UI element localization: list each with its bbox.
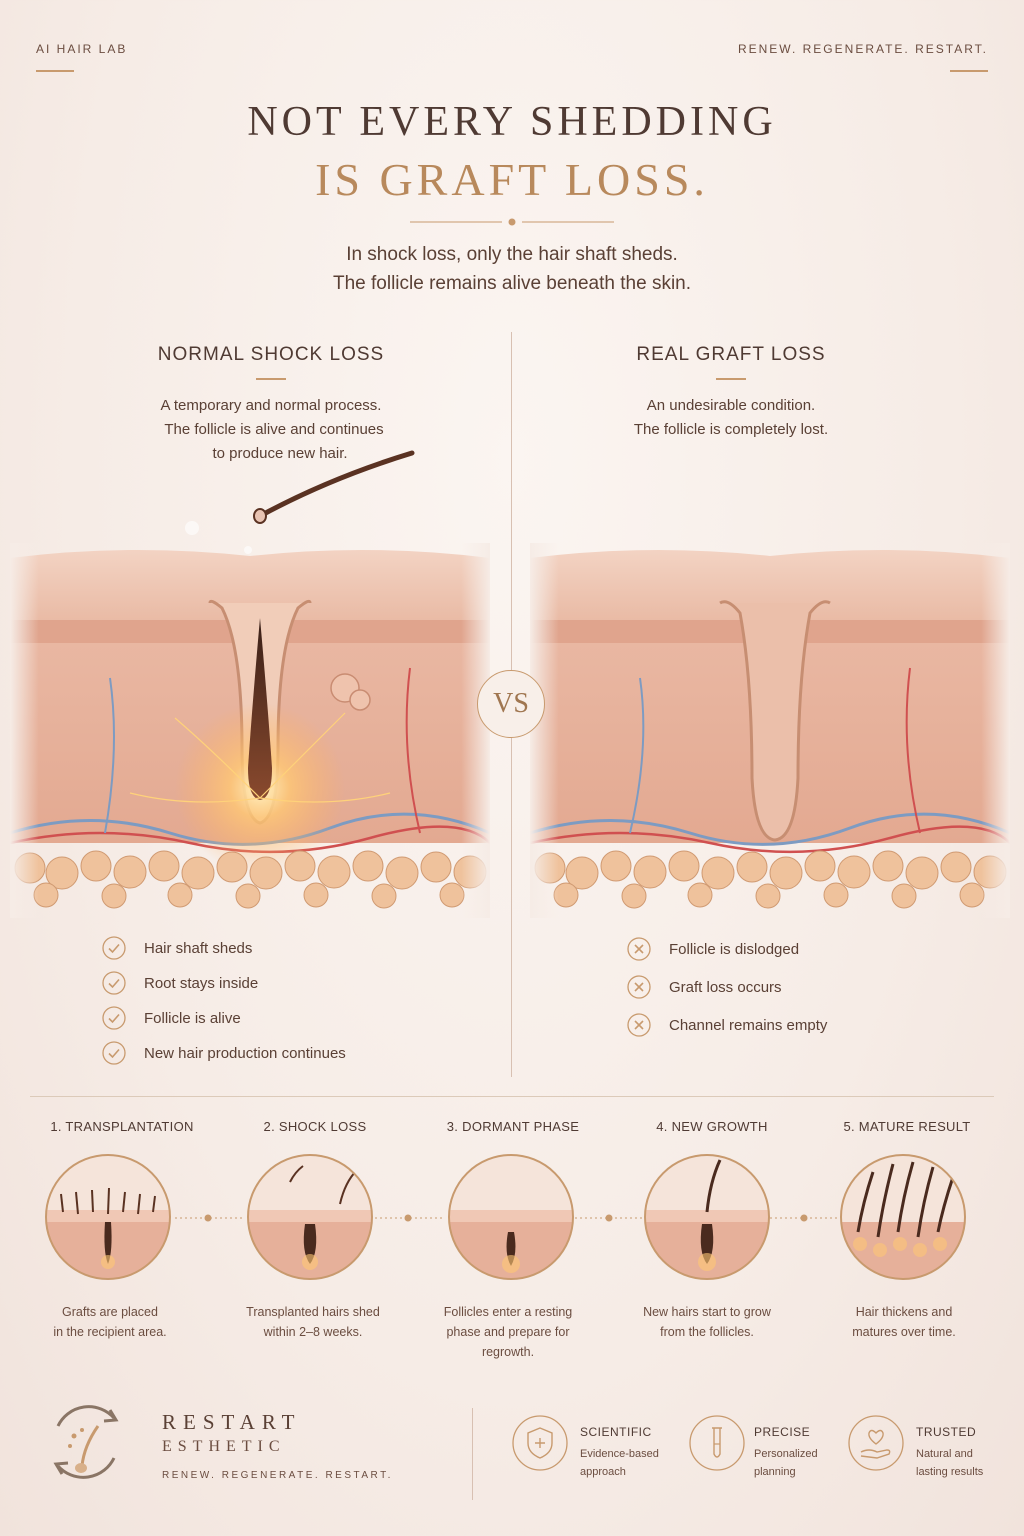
list-item: Channel remains empty — [627, 1013, 827, 1037]
title-ornament — [410, 218, 614, 226]
list-item: Hair shaft sheds — [102, 936, 346, 960]
step-3-image — [448, 1154, 574, 1280]
list-item-label: Hair shaft sheds — [144, 939, 253, 957]
list-item-label: Follicle is dislodged — [669, 940, 800, 958]
feature-2-desc-line-2: planning — [754, 1466, 796, 1478]
list-item: Root stays inside — [102, 971, 346, 995]
shock-loss-illustration — [10, 450, 490, 918]
feature-3-title: TRUSTED — [916, 1425, 977, 1439]
step-1-desc: Grafts are placed in the recipient area. — [15, 1302, 205, 1342]
vs-badge: VS — [477, 670, 545, 738]
step-4-desc-line-2: from the follicles. — [660, 1325, 754, 1339]
feature-2-desc: Personalized planning — [754, 1445, 864, 1481]
step-4-desc: New hairs start to grow from the follicl… — [612, 1302, 802, 1342]
shock-loss-checklist: Hair shaft sheds Root stays inside Folli… — [102, 936, 346, 1065]
x-circle-icon — [627, 1013, 651, 1037]
list-item-label: Channel remains empty — [669, 1016, 828, 1034]
timeline-connectors — [175, 1214, 838, 1222]
right-heading: REAL GRAFT LOSS — [636, 344, 826, 365]
heart-hand-icon — [848, 1415, 904, 1471]
footer-divider — [472, 1408, 473, 1500]
graft-loss-list: Follicle is dislodged Graft loss occurs … — [627, 937, 827, 1037]
x-circle-icon — [627, 937, 651, 961]
logo-name-line-1: RESTART — [162, 1410, 302, 1434]
step-5-desc-line-1: Hair thickens and — [855, 1305, 953, 1319]
right-desc-1: An undesirable condition. — [646, 397, 816, 414]
logo-tagline: RENEW. REGENERATE. RESTART. — [162, 1470, 393, 1481]
x-circle-icon — [627, 975, 651, 999]
list-item: Graft loss occurs — [627, 975, 827, 999]
left-desc-2: The follicle is alive and continues — [164, 421, 384, 438]
step-3-title: 3. DORMANT PHASE — [446, 1119, 580, 1134]
feature-3-desc-line-2: lasting results — [916, 1466, 984, 1478]
subtitle-line-2: The follicle remains alive beneath the s… — [332, 273, 692, 294]
list-item: Follicle is alive — [102, 1006, 346, 1030]
check-circle-icon — [102, 971, 126, 995]
right-heading-bar — [716, 378, 746, 380]
step-1-desc-line-2: in the recipient area. — [53, 1325, 167, 1339]
test-tube-icon — [689, 1415, 745, 1471]
step-2-image — [247, 1154, 373, 1280]
step-2-desc-line-2: within 2–8 weeks. — [263, 1325, 363, 1339]
step-4-desc-line-1: New hairs start to grow — [643, 1305, 771, 1319]
list-item: Follicle is dislodged — [627, 937, 827, 961]
feature-3-desc: Natural and lasting results — [916, 1445, 1024, 1481]
left-desc-3: to produce new hair. — [212, 445, 348, 462]
check-circle-icon — [102, 936, 126, 960]
step-2-desc-line-1: Transplanted hairs shed — [246, 1305, 380, 1319]
feature-1-desc-line-2: approach — [580, 1466, 626, 1478]
title-line-2: IS GRAFT LOSS. — [315, 154, 709, 205]
title-line-1: NOT EVERY SHEDDING — [247, 99, 777, 145]
step-4-title: 4. NEW GROWTH — [656, 1119, 768, 1134]
step-3-desc-line-1: Follicles enter a resting — [443, 1305, 573, 1319]
feature-1-title: SCIENTIFIC — [580, 1425, 652, 1439]
subtitle-line-1: In shock loss, only the hair shaft sheds… — [346, 244, 678, 265]
step-3-desc-line-2: phase and prepare for — [446, 1325, 570, 1339]
list-item-label: Follicle is alive — [144, 1009, 241, 1027]
step-3-desc-line-3: regrowth. — [481, 1345, 535, 1359]
step-4-image — [644, 1154, 770, 1280]
logo-name-line-2: ESTHETIC — [162, 1438, 286, 1455]
feature-2-desc-line-1: Personalized — [754, 1448, 818, 1460]
step-2-title: 2. SHOCK LOSS — [263, 1119, 367, 1134]
step-5-title: 5. MATURE RESULT — [843, 1119, 971, 1134]
list-item-label: Graft loss occurs — [669, 978, 782, 996]
brand-underline — [36, 70, 74, 72]
left-desc-1: A temporary and normal process. — [160, 397, 382, 414]
step-2-desc: Transplanted hairs shed within 2–8 weeks… — [218, 1302, 408, 1342]
right-desc-2: The follicle is completely lost. — [633, 421, 829, 438]
brand-label: AI HAIR LAB — [36, 42, 128, 56]
tagline-label: RENEW. REGENERATE. RESTART. — [737, 42, 988, 56]
step-5-image — [840, 1154, 966, 1280]
step-5-desc-line-2: matures over time. — [852, 1325, 956, 1339]
step-1-image — [45, 1154, 171, 1280]
feature-1-desc: Evidence-based approach — [580, 1445, 690, 1481]
list-item-label: New hair production continues — [144, 1044, 346, 1062]
graft-loss-illustration — [530, 543, 1010, 918]
step-1-title: 1. TRANSPLANTATION — [50, 1119, 194, 1134]
shield-icon — [512, 1415, 568, 1471]
left-heading-bar — [256, 378, 286, 380]
check-circle-icon — [102, 1041, 126, 1065]
step-5-desc: Hair thickens and matures over time. — [809, 1302, 999, 1342]
tagline-underline — [950, 70, 988, 72]
step-1-desc-line-1: Grafts are placed — [62, 1305, 158, 1319]
step-3-desc: Follicles enter a resting phase and prep… — [413, 1302, 603, 1362]
restart-logo-icon — [53, 1405, 119, 1479]
left-heading: NORMAL SHOCK LOSS — [157, 344, 385, 365]
feature-3-desc-line-1: Natural and — [916, 1448, 973, 1460]
list-item-label: Root stays inside — [144, 974, 259, 992]
feature-2-title: PRECISE — [754, 1425, 811, 1439]
check-circle-icon — [102, 1006, 126, 1030]
feature-1-desc-line-1: Evidence-based — [580, 1448, 659, 1460]
section-divider — [30, 1096, 994, 1097]
list-item: New hair production continues — [102, 1041, 346, 1065]
